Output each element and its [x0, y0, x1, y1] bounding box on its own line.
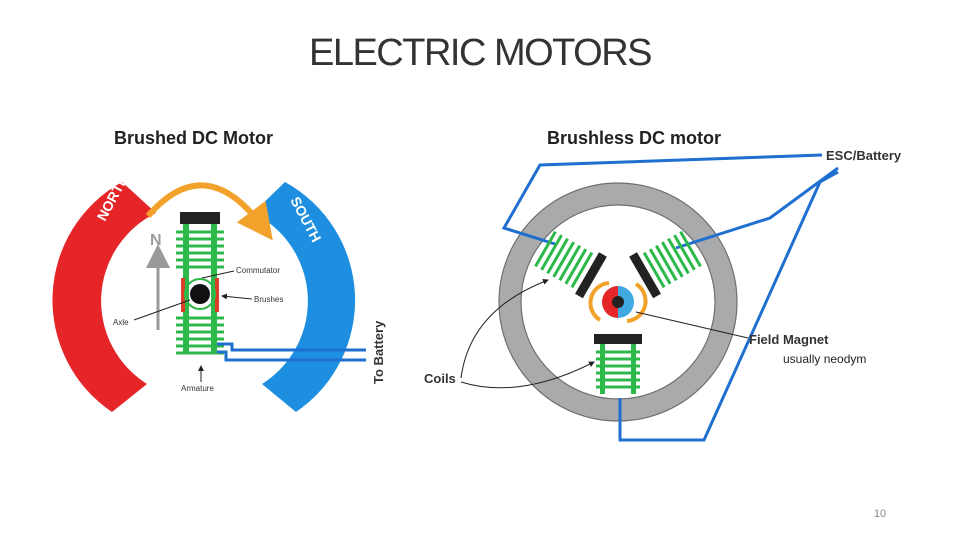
- coils-label: Coils: [424, 371, 456, 386]
- axle: [190, 284, 210, 304]
- page-number: 10: [873, 508, 887, 520]
- esc-battery-label: ESC/Battery: [826, 148, 902, 163]
- slide-title: ELECTRIC MOTORS: [308, 32, 653, 74]
- coils-pointer-lower: [460, 361, 595, 389]
- coil-upper-left: [534, 230, 607, 299]
- coil-bottom: [594, 334, 642, 394]
- coil-upper-right: [629, 230, 702, 299]
- brushes-pointer: [221, 293, 253, 300]
- field-magnet-label: Field Magnet: [749, 332, 829, 347]
- brushless-motor-title: Brushless DC motor: [547, 128, 721, 148]
- armature: [176, 212, 224, 355]
- north-pole-magnet: [52, 182, 156, 412]
- armature-label: Armature: [181, 384, 214, 393]
- brush-right: [215, 278, 219, 312]
- lower-coil: [176, 316, 224, 355]
- neodym-note: usually neodym: [783, 352, 867, 366]
- to-battery-label: To Battery: [371, 320, 386, 384]
- commutator-label: Commutator: [236, 266, 280, 275]
- field-magnet-rotor: [588, 281, 648, 323]
- esc-wires: [501, 153, 839, 442]
- n-marker: N: [150, 232, 162, 249]
- field-magnet-pointer: [635, 311, 749, 339]
- brushed-motor-title: Brushed DC Motor: [114, 128, 273, 148]
- south-pole-magnet: [253, 182, 356, 412]
- rotation-arrow: [145, 182, 273, 241]
- brushed-motor-group: Brushed DC Motor NORTH SOUTH N: [52, 128, 386, 412]
- stator-ring: [499, 183, 737, 421]
- battery-wires: [217, 342, 366, 362]
- brushless-motor-group: Brushless DC motor ESC/Battery: [424, 128, 902, 442]
- coils-pointer-upper: [460, 278, 549, 379]
- commutator-pointer: [201, 270, 235, 279]
- brush-left: [181, 278, 185, 312]
- axle-label: Axle: [113, 318, 129, 327]
- commutator: [184, 278, 216, 310]
- axle-pointer: [133, 299, 191, 321]
- upper-coil: [176, 230, 224, 269]
- brushes-label-text: Brushes: [254, 295, 283, 304]
